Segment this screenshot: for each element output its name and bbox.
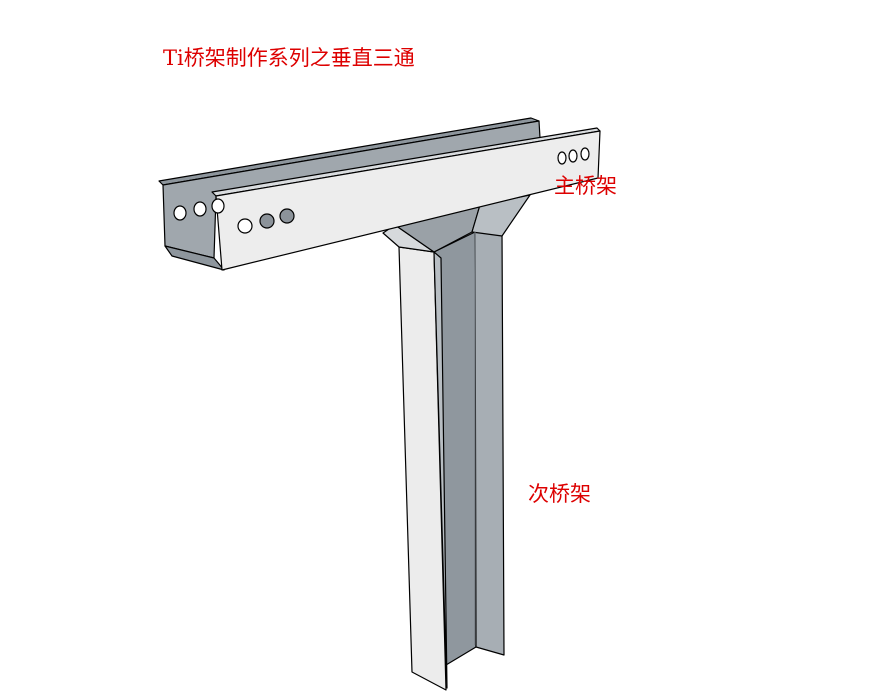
hole: [211, 198, 225, 214]
sub-tray: [382, 194, 531, 691]
hole: [237, 218, 253, 234]
main-tray: [158, 117, 601, 271]
main-tray-front-face: [215, 130, 601, 271]
main-tray-label: 主桥架: [554, 174, 617, 198]
sub-tray-right-wall: [474, 229, 505, 656]
hole: [259, 213, 275, 229]
hole: [279, 208, 295, 224]
hole: [568, 149, 578, 163]
sub-tray-label: 次桥架: [528, 482, 591, 506]
hole: [193, 201, 207, 217]
hole: [173, 205, 187, 221]
sub-tray-left-wall: [433, 251, 448, 689]
diagram-title: Ti桥架制作系列之垂直三通: [163, 46, 415, 70]
hole: [580, 147, 590, 161]
holes: [173, 147, 590, 234]
hole: [557, 151, 567, 165]
